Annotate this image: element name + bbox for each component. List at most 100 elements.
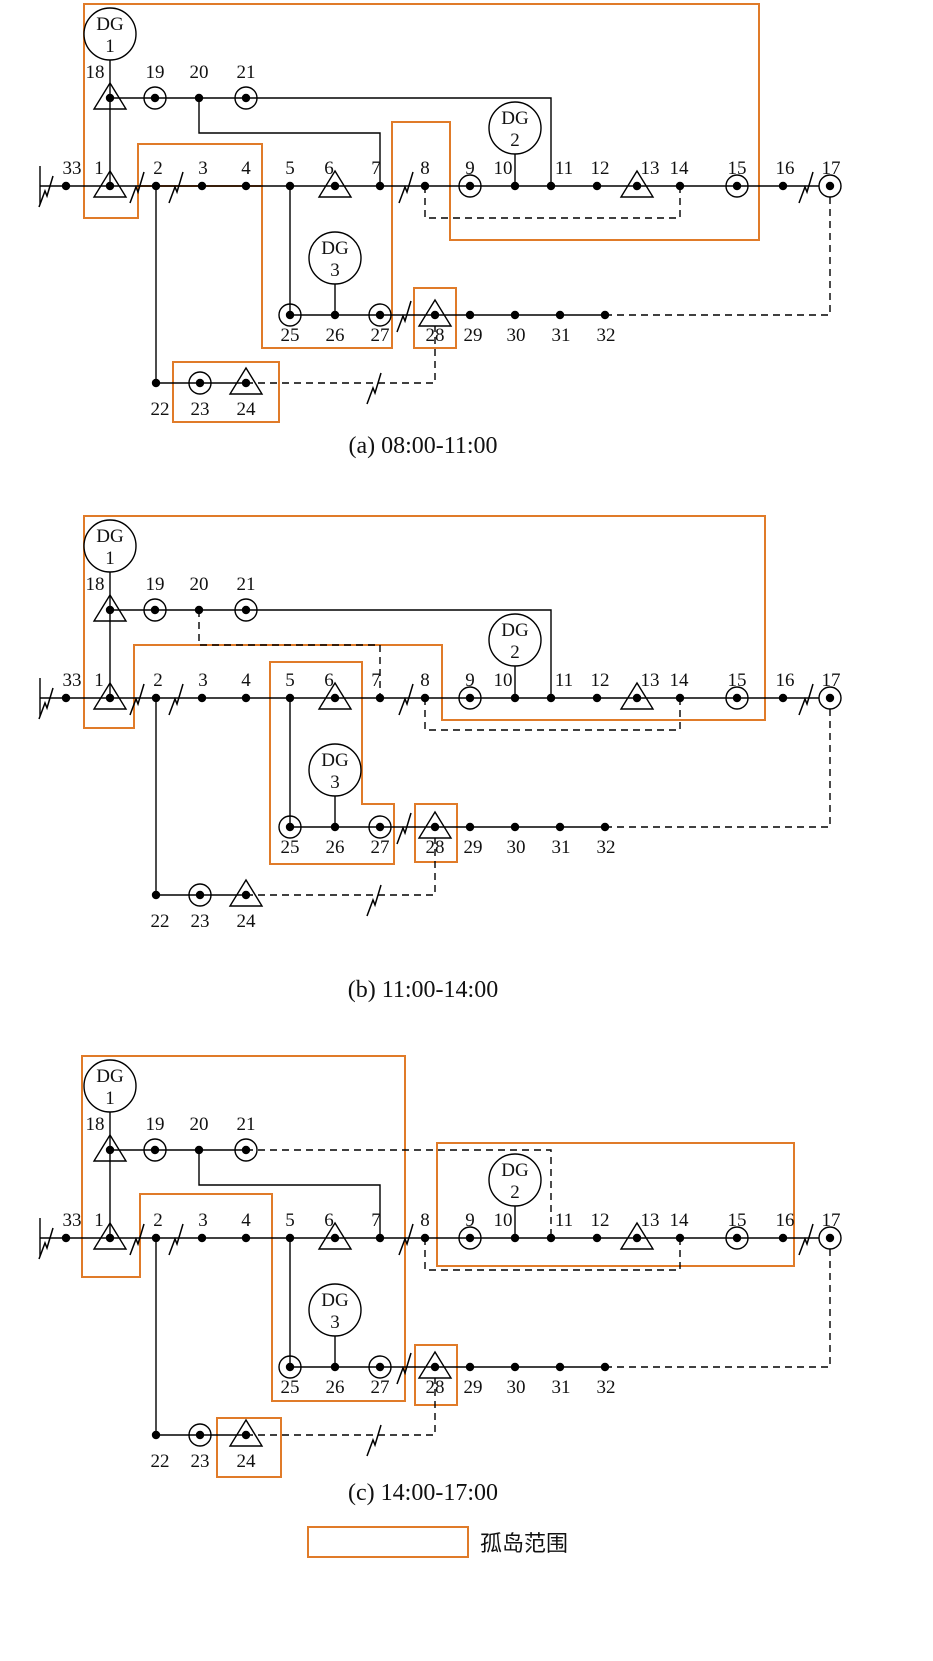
node-label-20: 20 xyxy=(190,574,209,595)
node-label-33: 33 xyxy=(63,158,82,179)
node-label-5: 5 xyxy=(285,1210,295,1231)
node-label-20: 20 xyxy=(190,1114,209,1135)
dg-label: DG xyxy=(321,238,349,259)
bus-node xyxy=(105,93,115,103)
bus-node xyxy=(592,693,602,703)
bus-node xyxy=(510,1233,520,1243)
node-label-6: 6 xyxy=(324,1210,334,1231)
bus-node xyxy=(150,605,160,615)
bus-node xyxy=(632,1233,642,1243)
node-label-28: 28 xyxy=(426,1377,445,1398)
node-label-8: 8 xyxy=(420,670,430,691)
bus-node xyxy=(330,1233,340,1243)
tie-line xyxy=(246,1378,436,1436)
island-boundary xyxy=(414,803,458,863)
breaker-icon xyxy=(129,683,145,716)
load-circle-icon xyxy=(368,303,392,327)
bus-node xyxy=(420,693,430,703)
dg-label: DG xyxy=(96,1066,124,1087)
node-label-30: 30 xyxy=(507,325,526,346)
breaker-icon xyxy=(396,300,412,333)
node-label-33: 33 xyxy=(63,1210,82,1231)
node-label-1: 1 xyxy=(94,158,104,179)
dg-number: 3 xyxy=(330,260,340,281)
dg-circle-icon xyxy=(83,7,137,61)
node-label-2: 2 xyxy=(153,158,163,179)
dg-label: DG xyxy=(96,526,124,547)
bus-node xyxy=(510,1362,520,1372)
node-label-5: 5 xyxy=(285,158,295,179)
breaker-icon xyxy=(168,683,184,716)
node-label-11: 11 xyxy=(555,670,573,691)
bus-node xyxy=(825,181,835,191)
bus-node xyxy=(150,1145,160,1155)
bus-node xyxy=(592,181,602,191)
node-label-24: 24 xyxy=(237,911,257,932)
node-label-31: 31 xyxy=(552,1377,571,1398)
bus-node xyxy=(600,822,610,832)
feeder-line xyxy=(246,97,552,186)
bus-node xyxy=(151,1233,161,1243)
node-label-27: 27 xyxy=(371,325,390,346)
dg-number: 1 xyxy=(105,36,115,57)
dg-circle-icon xyxy=(308,743,362,797)
island-boundary xyxy=(81,1055,406,1402)
node-label-22: 22 xyxy=(151,399,170,420)
bus-node xyxy=(465,1233,475,1243)
load-circle-icon xyxy=(143,598,167,622)
node-label-30: 30 xyxy=(507,1377,526,1398)
breaker-icon xyxy=(168,1223,184,1256)
load-triangle-icon xyxy=(92,1221,128,1250)
bus-node xyxy=(732,1233,742,1243)
load-circle-icon xyxy=(143,1138,167,1162)
node-label-13: 13 xyxy=(641,670,660,691)
node-label-19: 19 xyxy=(146,574,165,595)
bus-node xyxy=(546,693,556,703)
load-triangle-icon xyxy=(417,810,453,839)
bus-node xyxy=(510,693,520,703)
bus-node xyxy=(375,1362,385,1372)
node-label-4: 4 xyxy=(241,1210,251,1231)
dg-label: DG xyxy=(501,620,529,641)
node-label-31: 31 xyxy=(552,837,571,858)
load-triangle-icon xyxy=(619,681,655,710)
node-label-12: 12 xyxy=(591,158,610,179)
dg-number: 2 xyxy=(510,1182,520,1203)
load-triangle-icon xyxy=(92,81,128,110)
node-label-24: 24 xyxy=(237,1451,257,1472)
dg-circle-icon xyxy=(488,101,542,155)
bus-node xyxy=(375,310,385,320)
node-label-9: 9 xyxy=(465,1210,475,1231)
node-label-3: 3 xyxy=(198,158,208,179)
node-label-8: 8 xyxy=(420,1210,430,1231)
breaker-icon xyxy=(168,171,184,204)
load-triangle-icon xyxy=(228,878,264,907)
bus-node xyxy=(546,181,556,191)
load-triangle-icon xyxy=(228,366,264,395)
bus-node xyxy=(285,1362,295,1372)
node-label-24: 24 xyxy=(237,399,257,420)
node-label-9: 9 xyxy=(465,158,475,179)
node-label-30: 30 xyxy=(507,837,526,858)
node-label-9: 9 xyxy=(465,670,475,691)
bus-node xyxy=(592,1233,602,1243)
node-label-16: 16 xyxy=(776,670,795,691)
bus-node xyxy=(510,310,520,320)
breaker-icon xyxy=(366,372,382,405)
breaker-icon xyxy=(798,171,814,204)
node-label-25: 25 xyxy=(281,1377,300,1398)
load-triangle-icon xyxy=(317,1221,353,1250)
bus-node xyxy=(555,822,565,832)
bus-node xyxy=(151,181,161,191)
dg-number: 2 xyxy=(510,642,520,663)
legend-swatch xyxy=(307,1526,469,1558)
bus-node xyxy=(510,822,520,832)
tie-line xyxy=(605,709,831,828)
tie-line xyxy=(424,186,681,219)
load-circle-icon xyxy=(234,86,258,110)
bus-node xyxy=(241,605,251,615)
dg-circle-icon xyxy=(308,1283,362,1337)
tie-line xyxy=(424,1238,681,1271)
node-label-18: 18 xyxy=(86,62,105,83)
